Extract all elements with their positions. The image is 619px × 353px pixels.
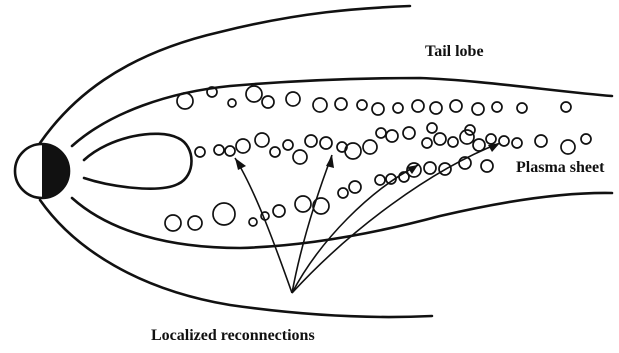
plasmoid-circle xyxy=(213,144,225,156)
plasmoid-circle xyxy=(194,146,206,158)
plasmoid-circle xyxy=(560,139,576,155)
plasmoid-circle xyxy=(447,136,459,148)
plasmoid-circle xyxy=(374,174,386,186)
plasmoid-circle xyxy=(269,146,281,158)
reconnection-arrow-1 xyxy=(234,157,293,294)
plasmoid-circle xyxy=(580,133,592,145)
plasmoid-circle xyxy=(176,92,194,110)
plasma-sheet-lower-boundary xyxy=(70,191,614,250)
plasmoid-circle xyxy=(411,99,425,113)
plasmoid-circle xyxy=(498,135,510,147)
plasmoid-circle xyxy=(438,162,452,176)
plasmoid-circle xyxy=(406,162,422,178)
plasmoid-circle xyxy=(285,91,301,107)
plasmoid-circle xyxy=(421,137,433,149)
plasmoid-circle xyxy=(344,142,362,160)
plasmoid-circle xyxy=(187,215,203,231)
plasmoid-circle xyxy=(516,102,528,114)
plasmoid-circle xyxy=(319,136,333,150)
plasmoid-circle xyxy=(206,86,218,98)
plasmoid-circle xyxy=(426,122,438,134)
plasmoid-circle xyxy=(362,139,378,155)
plasmoid-circle xyxy=(334,97,348,111)
plasmoid-circle xyxy=(491,101,503,113)
plasmoid-circle xyxy=(337,187,349,199)
plasmoid-circle xyxy=(212,202,236,226)
plasmoid-circle xyxy=(485,133,497,145)
earth-night-side xyxy=(42,144,69,198)
plasmoid-circle xyxy=(292,149,308,165)
magnetopause-upper-line xyxy=(38,4,412,145)
earth-icon xyxy=(13,142,71,200)
plasmoid-circle xyxy=(433,132,447,146)
plasmoid-circle xyxy=(471,102,485,116)
plasmoid-circle xyxy=(480,159,494,173)
plasmoid-circle xyxy=(235,138,251,154)
arrowhead-4 xyxy=(488,143,500,152)
localized-reconnections-label: Localized reconnections xyxy=(151,327,315,344)
plasmoid-group xyxy=(164,85,592,232)
arrowhead-3 xyxy=(407,165,418,174)
closed-field-loop xyxy=(82,132,193,190)
plasma-sheet-upper-boundary xyxy=(70,76,614,148)
plasmoid-circle xyxy=(560,101,572,113)
plasmoid-circle xyxy=(294,195,312,213)
plasmoid-circle xyxy=(459,129,475,145)
plasmoid-circle xyxy=(312,197,330,215)
plasmoid-circle xyxy=(371,102,385,116)
plasmoid-circle xyxy=(449,99,463,113)
plasmoid-circle xyxy=(402,126,416,140)
plasmoid-circle xyxy=(458,156,472,170)
reconnection-arrow-3 xyxy=(291,164,419,294)
plasmoid-circle xyxy=(282,139,294,151)
plasmoid-circle xyxy=(224,145,236,157)
plasmoid-circle xyxy=(429,101,443,115)
plasmoid-circle xyxy=(261,95,275,109)
plasmoid-circle xyxy=(375,127,387,139)
magnetopause-lower-line xyxy=(38,198,434,319)
arrowhead-2 xyxy=(326,155,334,168)
plasmoid-circle xyxy=(385,173,397,185)
plasmoid-circle xyxy=(348,180,362,194)
plasmoid-circle xyxy=(254,132,270,148)
plasma-sheet-label: Plasma sheet xyxy=(516,159,605,176)
plasmoid-circle xyxy=(248,217,258,227)
plasmoid-circle xyxy=(164,214,182,232)
reconnection-arrow-2 xyxy=(291,154,333,294)
plasmoid-circle xyxy=(472,138,486,152)
plasmoid-circle xyxy=(464,124,476,136)
arrowhead-1 xyxy=(235,158,246,170)
plasmoid-circle xyxy=(312,97,328,113)
plasmoid-circle xyxy=(304,134,318,148)
plasmoid-circle xyxy=(227,98,237,108)
plasmoid-circle xyxy=(356,99,368,111)
plasmoid-circle xyxy=(392,102,404,114)
plasmoid-circle xyxy=(245,85,263,103)
plasmoid-circle xyxy=(511,137,523,149)
plasmoid-circle xyxy=(272,204,286,218)
tail-lobe-label: Tail lobe xyxy=(425,43,484,60)
plasmoid-circle xyxy=(385,129,399,143)
plasmoid-circle xyxy=(423,161,437,175)
plasmoid-circle xyxy=(534,134,548,148)
reconnection-arrow-4 xyxy=(291,142,501,294)
